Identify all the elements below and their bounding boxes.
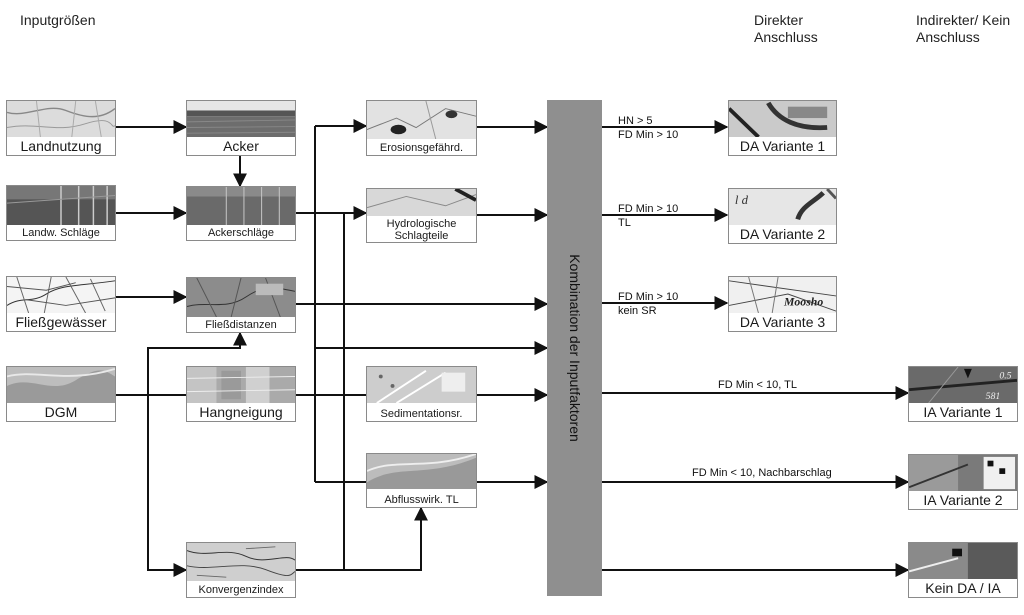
input-landnutzung-box: Landnutzung (6, 100, 116, 156)
hangneigung-thumbnail (187, 367, 295, 403)
konvergenzindex-thumbnail (187, 543, 295, 581)
arrow-konvergenz-abfluss (344, 506, 428, 571)
da3-label: DA Variante 3 (729, 314, 836, 331)
ackerschlaege-label: Ackerschläge (187, 227, 295, 240)
output-da3-box: Moosho DA Variante 3 (728, 276, 837, 332)
fliessdistanzen-label: Fließdistanzen (187, 319, 295, 332)
acker-label: Acker (187, 138, 295, 155)
landnutzung-map-thumbnail (7, 101, 115, 137)
output-ia1-box: 0.5 581 IA Variante 1 (908, 366, 1018, 422)
landnutzung-label: Landnutzung (7, 138, 115, 155)
condition-da2-fd: FD Min > 10 (618, 203, 679, 215)
erosion-map-thumbnail (367, 101, 476, 139)
kein-label: Kein DA / IA (909, 580, 1017, 597)
konvergenzindex-label: Konvergenzindex (187, 584, 295, 597)
output-ia2-box: IA Variante 2 (908, 454, 1018, 510)
condition-ia1: FD Min < 10, TL (718, 379, 797, 391)
landw-schlaege-label: Landw. Schläge (7, 227, 115, 240)
svg-text:0.5: 0.5 (999, 371, 1011, 382)
arrow-dgm-fliessdistanzen (147, 331, 247, 395)
ackerschlaege-box: Ackerschläge (186, 186, 296, 241)
hydro-map-thumbnail (367, 189, 476, 216)
hangneigung-label: Hangneigung (187, 404, 295, 421)
hydro-box: Hydrologische Schlagteile (366, 188, 477, 243)
abfluss-label: Abflusswirk. TL (367, 494, 476, 507)
line-konvergenz-hydro (296, 212, 366, 571)
ia2-map-thumbnail (909, 455, 1017, 491)
output-da2-box: l d DA Variante 2 (728, 188, 837, 244)
fliessdistanzen-box: Fließdistanzen (186, 277, 296, 333)
condition-da3-fd: FD Min > 10 (618, 291, 679, 303)
header-input-variables: Inputgrößen (20, 12, 96, 28)
input-fliessgewaesser-box: Fließgewässer (6, 276, 116, 332)
condition-da3-sr: kein SR (618, 305, 657, 317)
svg-text:Moosho: Moosho (783, 296, 823, 309)
header-direct-connection: Direkter Anschluss (754, 12, 818, 45)
kein-map-thumbnail (909, 543, 1017, 579)
fliessgewaesser-map-thumbnail (7, 277, 115, 313)
konvergenzindex-box: Konvergenzindex (186, 542, 296, 598)
fliessdistanzen-map-thumbnail (187, 278, 295, 317)
arrow-dgm-konvergenzindex (147, 395, 188, 577)
condition-da1-fd: FD Min > 10 (618, 129, 679, 141)
erosion-label: Erosionsgefährd. (367, 142, 476, 155)
da2-map-thumbnail: l d (729, 189, 836, 225)
acker-box: Acker (186, 100, 296, 156)
erosion-box: Erosionsgefährd. (366, 100, 477, 156)
hangneigung-box: Hangneigung (186, 366, 296, 422)
da1-map-thumbnail (729, 101, 836, 137)
fliessgewaesser-label: Fließgewässer (7, 314, 115, 331)
ia1-map-thumbnail: 0.5 581 (909, 367, 1017, 403)
da1-label: DA Variante 1 (729, 138, 836, 155)
sediment-label: Sedimentationsr. (367, 408, 476, 421)
svg-text:l d: l d (735, 193, 749, 207)
ackerschlaege-photo-thumbnail (187, 187, 295, 225)
sediment-map-thumbnail (367, 367, 476, 403)
schlaege-photo-thumbnail (7, 186, 115, 225)
da3-map-thumbnail: Moosho (729, 277, 836, 313)
abfluss-map-thumbnail (367, 454, 476, 489)
input-dgm-box: DGM (6, 366, 116, 422)
sediment-box: Sedimentationsr. (366, 366, 477, 422)
header-indirect-connection: Indirekter/ Kein Anschluss (916, 12, 1011, 45)
condition-da2-tl: TL (618, 217, 631, 229)
ia1-label: IA Variante 1 (909, 404, 1017, 421)
dgm-label: DGM (7, 404, 115, 421)
condition-ia2: FD Min < 10, Nachbarschlag (692, 467, 832, 479)
hydro-label: Hydrologische Schlagteile (367, 218, 476, 242)
svg-text:581: 581 (986, 391, 1001, 402)
input-landw-schlaege-box: Landw. Schläge (6, 185, 116, 241)
da2-label: DA Variante 2 (729, 226, 836, 243)
combination-label: Kombination der Inputfaktoren (566, 254, 583, 442)
ia2-label: IA Variante 2 (909, 492, 1017, 509)
output-da1-box: DA Variante 1 (728, 100, 837, 156)
output-kein-box: Kein DA / IA (908, 542, 1018, 598)
abfluss-box: Abflusswirk. TL (366, 453, 477, 508)
dgm-relief-thumbnail (7, 367, 115, 403)
condition-da1-hn: HN > 5 (618, 115, 653, 127)
combination-bar: Kombination der Inputfaktoren (547, 100, 602, 596)
acker-photo-thumbnail (187, 101, 295, 137)
